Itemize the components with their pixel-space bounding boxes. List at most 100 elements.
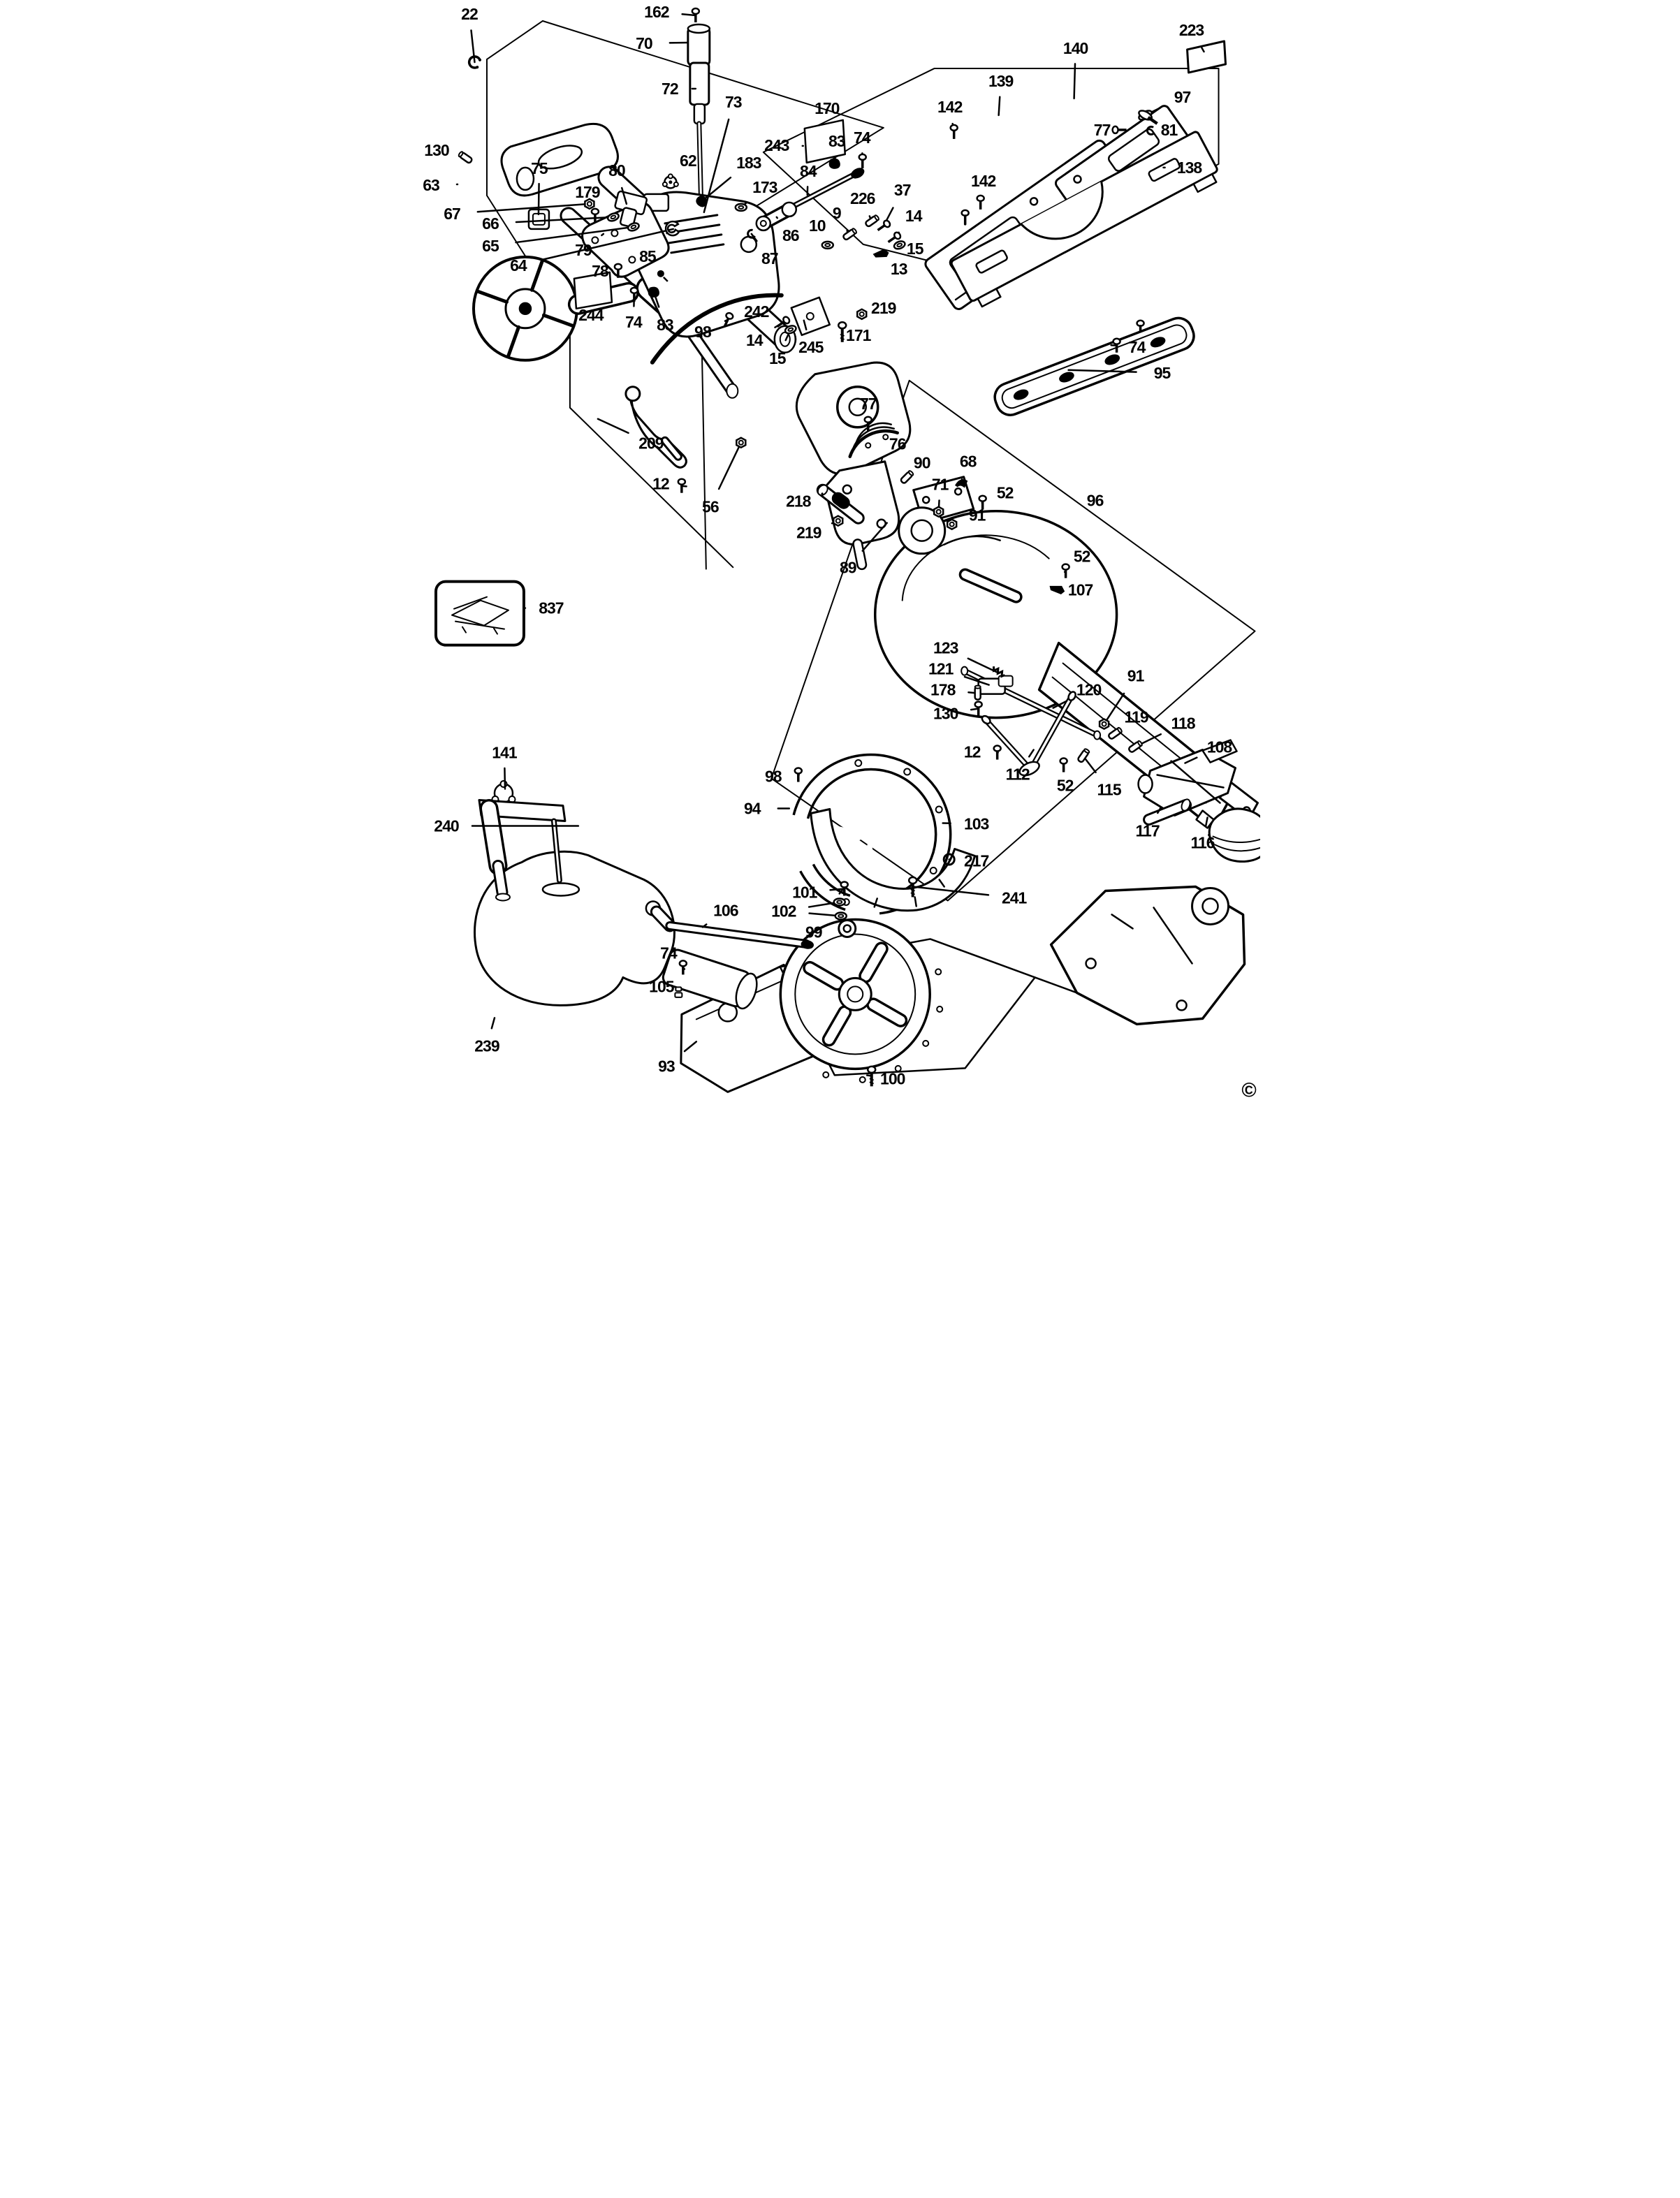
callout-78: 78 — [592, 262, 623, 280]
pin-glyph — [841, 227, 858, 242]
callout-label-79: 79 — [575, 241, 592, 259]
leader-line — [861, 522, 888, 552]
callout-140: 140 — [1062, 39, 1088, 100]
callout-label-80: 80 — [608, 161, 625, 179]
callout-14: 14 — [746, 314, 792, 349]
sketch-dust-bag-239 — [473, 850, 758, 1010]
callout-123: 123 — [933, 639, 1007, 679]
washerlg-glyph — [837, 918, 856, 938]
callout-label-118: 118 — [1171, 715, 1195, 733]
callout-label-117: 117 — [1135, 822, 1159, 840]
callout-83: 83 — [648, 286, 673, 334]
callout-837: 837 — [524, 599, 564, 617]
sketch-kerf-plate-95 — [993, 316, 1195, 416]
nut-glyph — [856, 308, 867, 321]
callout-label-12: 12 — [652, 475, 669, 493]
washer-glyph — [833, 897, 846, 907]
screw-glyph — [975, 194, 985, 211]
sketch-support-arm-209 — [624, 386, 687, 469]
callout-label-74: 74 — [625, 313, 643, 331]
callout-label-70: 70 — [636, 34, 652, 52]
callout-93: 93 — [658, 1041, 697, 1075]
callout-37: 37 — [874, 181, 911, 235]
callout-97: 97 — [1137, 88, 1191, 124]
leader-line — [1183, 756, 1198, 764]
callout-label-217: 217 — [963, 851, 988, 870]
callout-12: 12 — [963, 743, 1002, 761]
callout-label-75: 75 — [531, 159, 548, 177]
copyright-mark: © — [1241, 1079, 1256, 1098]
boundary-guard-group-96 — [770, 379, 1256, 902]
leader-line — [600, 233, 604, 237]
callout-65: 65 — [482, 221, 641, 255]
sketch-label-223 — [1185, 40, 1227, 74]
callout-label-141: 141 — [492, 744, 518, 762]
callout-label-77: 77 — [859, 395, 876, 413]
callout-label-84: 84 — [799, 162, 817, 180]
callout-label-178: 178 — [930, 681, 956, 699]
callout-label-245: 245 — [798, 338, 824, 356]
clip2-glyph — [673, 986, 682, 998]
callout-label-138: 138 — [1176, 159, 1202, 177]
callout-label-119: 119 — [1124, 708, 1148, 726]
callout-81: 81 — [1146, 121, 1178, 139]
screw-glyph — [874, 218, 893, 235]
callout-77: 77 — [1093, 121, 1127, 139]
boundary-fence-group-170 — [762, 67, 1220, 280]
callout-label-76: 76 — [889, 435, 905, 453]
callout-142: 142 — [937, 98, 963, 140]
callout-label-72: 72 — [662, 80, 678, 98]
callout-105: 105 — [649, 977, 682, 998]
callout-label-52: 52 — [1056, 777, 1073, 795]
callout-106: 106 — [701, 901, 738, 928]
callout-74: 74 — [660, 944, 688, 976]
callout-label-112: 112 — [1005, 765, 1029, 784]
leader-line — [597, 418, 629, 434]
leader-line — [701, 923, 707, 928]
callout-label-73: 73 — [725, 93, 742, 111]
callout-102: 102 — [771, 897, 847, 921]
callout-244: 244 — [578, 306, 605, 324]
callout-223: 223 — [1178, 21, 1205, 53]
callout-label-101: 101 — [792, 883, 818, 901]
part-sketches — [434, 23, 1260, 1093]
callout-label-93: 93 — [658, 1057, 675, 1075]
callout-22: 22 — [461, 5, 483, 71]
callout-141: 141 — [492, 744, 518, 790]
callout-label-218: 218 — [786, 492, 812, 511]
callout-label-240: 240 — [434, 817, 459, 835]
callout-13: 13 — [872, 248, 907, 278]
callout-label-87: 87 — [761, 249, 778, 268]
sketch-latch-108 — [1137, 739, 1238, 817]
callout-label-115: 115 — [1097, 781, 1121, 799]
leader-line — [803, 319, 807, 331]
leader-line — [1156, 807, 1162, 814]
leader-line — [503, 767, 506, 790]
callout-label-85: 85 — [639, 247, 657, 265]
callout-95: 95 — [1067, 364, 1171, 382]
callout-label-183: 183 — [736, 154, 761, 172]
callout-80: 80 — [608, 161, 627, 205]
callout-100: 100 — [865, 1064, 905, 1087]
nut-glyph — [1098, 718, 1109, 730]
callout-label-14: 14 — [746, 331, 764, 349]
callout-99: 99 — [805, 918, 856, 941]
callout-10: 10 — [808, 217, 834, 250]
callout-219: 219 — [856, 299, 896, 321]
callout-label-140: 140 — [1062, 39, 1088, 57]
callout-label-63: 63 — [423, 176, 439, 194]
leader-line — [514, 226, 634, 244]
callout-label-10: 10 — [808, 217, 825, 235]
sketch-hex-wrench-106 — [645, 900, 814, 949]
bolt-glyph — [836, 321, 847, 344]
callout-label-244: 244 — [578, 306, 604, 324]
pin-glyph — [456, 150, 474, 165]
callout-label-179: 179 — [575, 183, 600, 201]
callout-label-106: 106 — [713, 901, 738, 919]
callout-94: 94 — [744, 800, 790, 818]
callout-label-226: 226 — [850, 189, 875, 207]
leader-line — [963, 675, 990, 686]
callout-label-116: 116 — [1190, 833, 1214, 851]
callout-74: 74 — [853, 129, 871, 170]
